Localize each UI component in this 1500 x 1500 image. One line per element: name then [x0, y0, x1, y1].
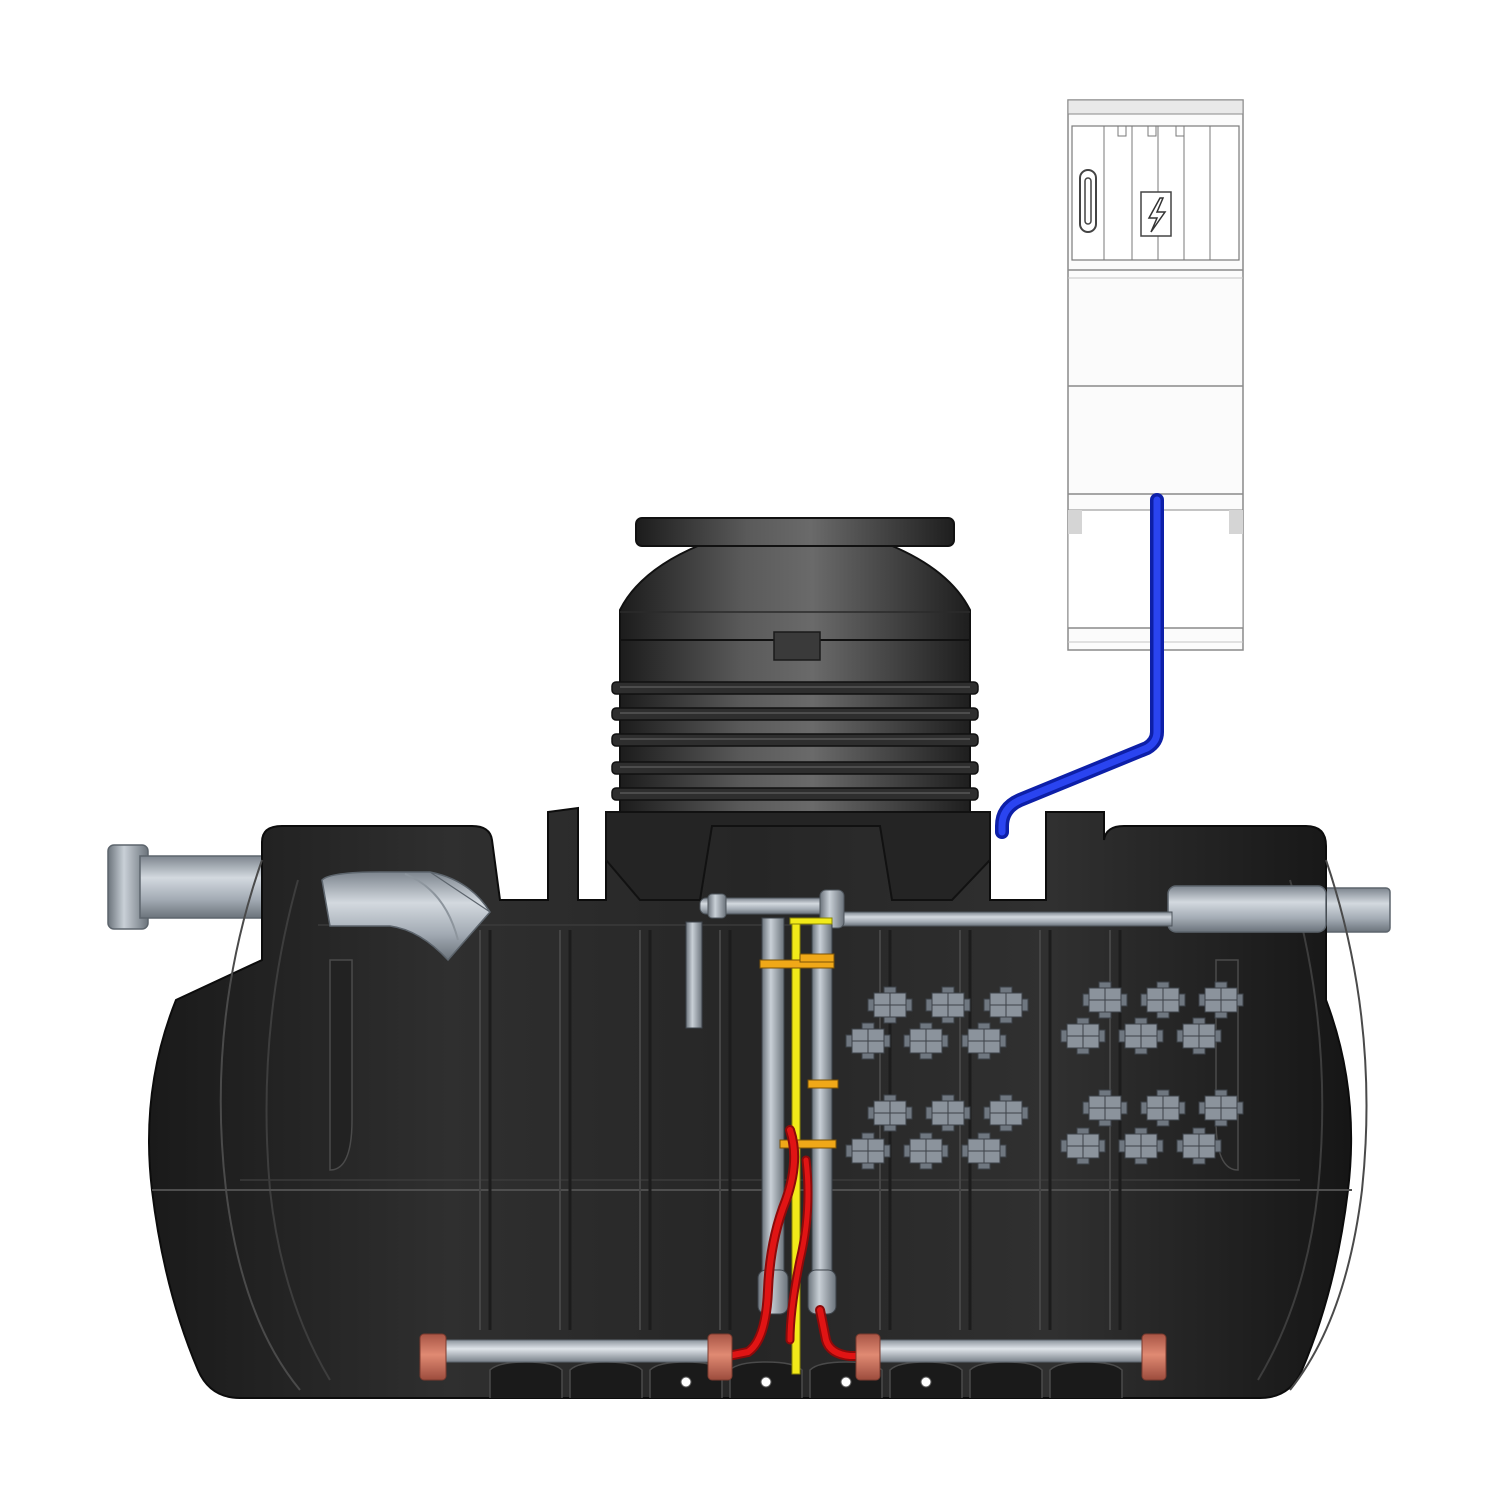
tank-ribs	[479, 930, 1122, 1330]
riser-ring	[611, 733, 979, 747]
drain-hole	[680, 1376, 692, 1388]
media-block	[1176, 1017, 1222, 1055]
media-block	[1176, 1127, 1222, 1165]
tank-foot	[569, 1361, 643, 1398]
riser-ring	[611, 707, 979, 721]
media-block	[983, 1094, 1029, 1132]
high-voltage-warning-icon	[1140, 191, 1172, 237]
pipe-clamps	[759, 953, 839, 1149]
diffuser-bar-left	[419, 1333, 733, 1381]
tank-foot	[489, 1361, 563, 1398]
media-block	[961, 1132, 1007, 1170]
media-block	[903, 1132, 949, 1170]
riser-ring	[611, 681, 979, 695]
tank-foot	[969, 1361, 1043, 1398]
pipe-clamp	[807, 1079, 839, 1089]
access-riser	[605, 517, 991, 901]
media-block	[1082, 1089, 1128, 1127]
inlet-elbow	[321, 871, 491, 962]
media-block	[925, 986, 971, 1024]
drain-hole	[840, 1376, 852, 1388]
media-block	[1118, 1017, 1164, 1055]
media-block	[867, 1094, 913, 1132]
drain-hole	[760, 1376, 772, 1388]
media-block	[1060, 1127, 1106, 1165]
media-block	[1060, 1017, 1106, 1055]
media-block	[961, 1022, 1007, 1060]
tank-foot	[1049, 1361, 1123, 1398]
pipe-clamp	[779, 1139, 837, 1149]
media-block	[1118, 1127, 1164, 1165]
media-block	[1140, 1089, 1186, 1127]
media-block	[845, 1132, 891, 1170]
cabinet-lock-icon	[1079, 169, 1097, 233]
media-block	[1198, 981, 1244, 1019]
riser-ring	[611, 761, 979, 775]
drain-hole	[920, 1376, 932, 1388]
outlet-pipe	[1319, 887, 1391, 933]
inlet-pipe	[107, 844, 281, 930]
pipe-clamp	[759, 959, 835, 969]
media-block	[983, 986, 1029, 1024]
media-block	[903, 1022, 949, 1060]
media-block	[1198, 1089, 1244, 1127]
riser-ring	[611, 787, 979, 801]
media-block	[867, 986, 913, 1024]
airlift-pipes	[685, 917, 837, 1315]
media-block	[845, 1022, 891, 1060]
pipe-clamp	[799, 953, 835, 963]
aeration-air-lines	[723, 1125, 869, 1361]
biofilm-media	[845, 981, 1244, 1170]
outlet-internal-pipe	[1167, 885, 1327, 933]
media-block	[1140, 981, 1186, 1019]
tank-bottom-feet	[489, 1361, 1123, 1398]
media-block	[925, 1094, 971, 1132]
diffuser-bar-right	[855, 1333, 1167, 1381]
media-block	[1082, 981, 1128, 1019]
